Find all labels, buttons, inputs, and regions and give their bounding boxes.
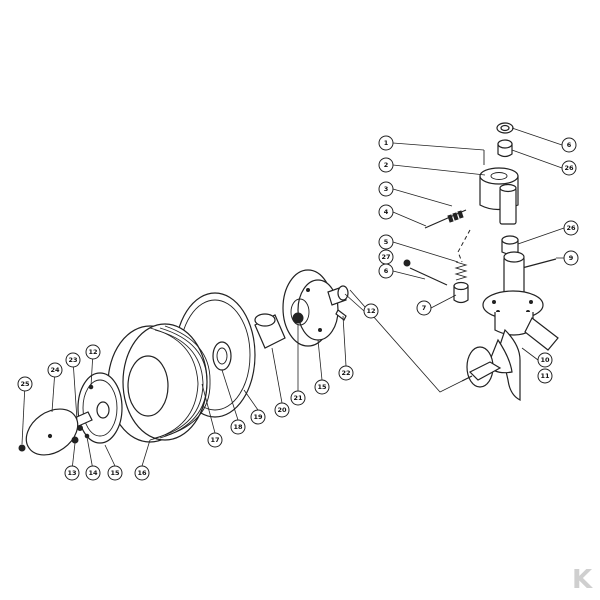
callout-17: 17	[207, 432, 223, 448]
hub-cap	[69, 372, 123, 444]
svg-text:7: 7	[422, 304, 427, 312]
leader-lines	[21, 127, 565, 471]
callout-14: 14	[85, 465, 101, 481]
svg-text:5: 5	[384, 238, 389, 246]
callout-1: 1	[378, 135, 394, 151]
brand-logo: K	[572, 565, 593, 595]
svg-text:13: 13	[67, 469, 76, 477]
svg-text:1: 1	[384, 139, 389, 147]
svg-text:24: 24	[50, 366, 60, 374]
callout-11: 11	[537, 368, 553, 384]
svg-text:6: 6	[567, 141, 572, 149]
svg-text:22: 22	[341, 369, 350, 377]
svg-text:12: 12	[366, 307, 375, 315]
callout-13: 13	[64, 465, 80, 481]
callout-7: 7	[416, 300, 432, 316]
callout-9: 9	[563, 250, 579, 266]
callout-5: 5	[378, 234, 394, 250]
svg-text:K: K	[572, 565, 593, 595]
callout-22: 22	[338, 365, 354, 381]
callout-8-left: 6	[378, 263, 394, 279]
callout-15-hub: 15	[314, 379, 330, 395]
svg-text:4: 4	[384, 208, 389, 216]
callout-12-cap: 12	[85, 344, 101, 360]
svg-text:15: 15	[110, 469, 120, 477]
svg-text:9: 9	[569, 254, 574, 262]
svg-text:14: 14	[88, 469, 98, 477]
svg-text:10: 10	[540, 356, 550, 364]
svg-text:26: 26	[564, 164, 574, 172]
callout-23: 23	[65, 352, 81, 368]
svg-text:18: 18	[233, 423, 243, 431]
callout-21: 21	[290, 390, 306, 406]
callout-8-top: 6	[561, 137, 577, 153]
svg-text:26: 26	[566, 224, 576, 232]
svg-text:20: 20	[277, 406, 287, 414]
callout-25: 25	[17, 376, 33, 392]
callout-12-hub: 12	[363, 303, 379, 319]
svg-text:6: 6	[384, 267, 389, 275]
callout-15-cap: 15	[107, 465, 123, 481]
callout-2: 2	[378, 157, 394, 173]
callout-20: 20	[274, 402, 290, 418]
callout-18: 18	[230, 419, 246, 435]
callout-26-top: 26	[561, 160, 577, 176]
svg-text:15: 15	[317, 383, 327, 391]
tyre	[107, 323, 211, 443]
svg-text:17: 17	[210, 436, 219, 444]
svg-text:19: 19	[253, 413, 263, 421]
callout-24: 24	[47, 362, 63, 378]
callout-19: 19	[250, 409, 266, 425]
svg-text:3: 3	[384, 185, 389, 193]
hub-assembly	[282, 269, 349, 347]
svg-text:11: 11	[540, 372, 550, 380]
svg-text:27: 27	[381, 253, 390, 261]
callout-16: 16	[134, 465, 150, 481]
bearing-sleeve	[254, 313, 286, 349]
callout-3: 3	[378, 181, 394, 197]
svg-text:16: 16	[137, 469, 147, 477]
svg-text:2: 2	[384, 161, 389, 169]
callout-27: 27	[378, 249, 394, 265]
svg-text:23: 23	[68, 356, 77, 364]
svg-text:21: 21	[293, 394, 303, 402]
swivel-assembly	[349, 122, 559, 401]
callouts: 1 2 3 4 5 27 6 7 6 26 26 9 10 11 12 22 1…	[17, 135, 579, 481]
callout-10: 10	[537, 352, 553, 368]
svg-text:12: 12	[88, 348, 97, 356]
callout-26-lower: 26	[563, 220, 579, 236]
svg-text:25: 25	[20, 380, 30, 388]
callout-4: 4	[378, 204, 394, 220]
